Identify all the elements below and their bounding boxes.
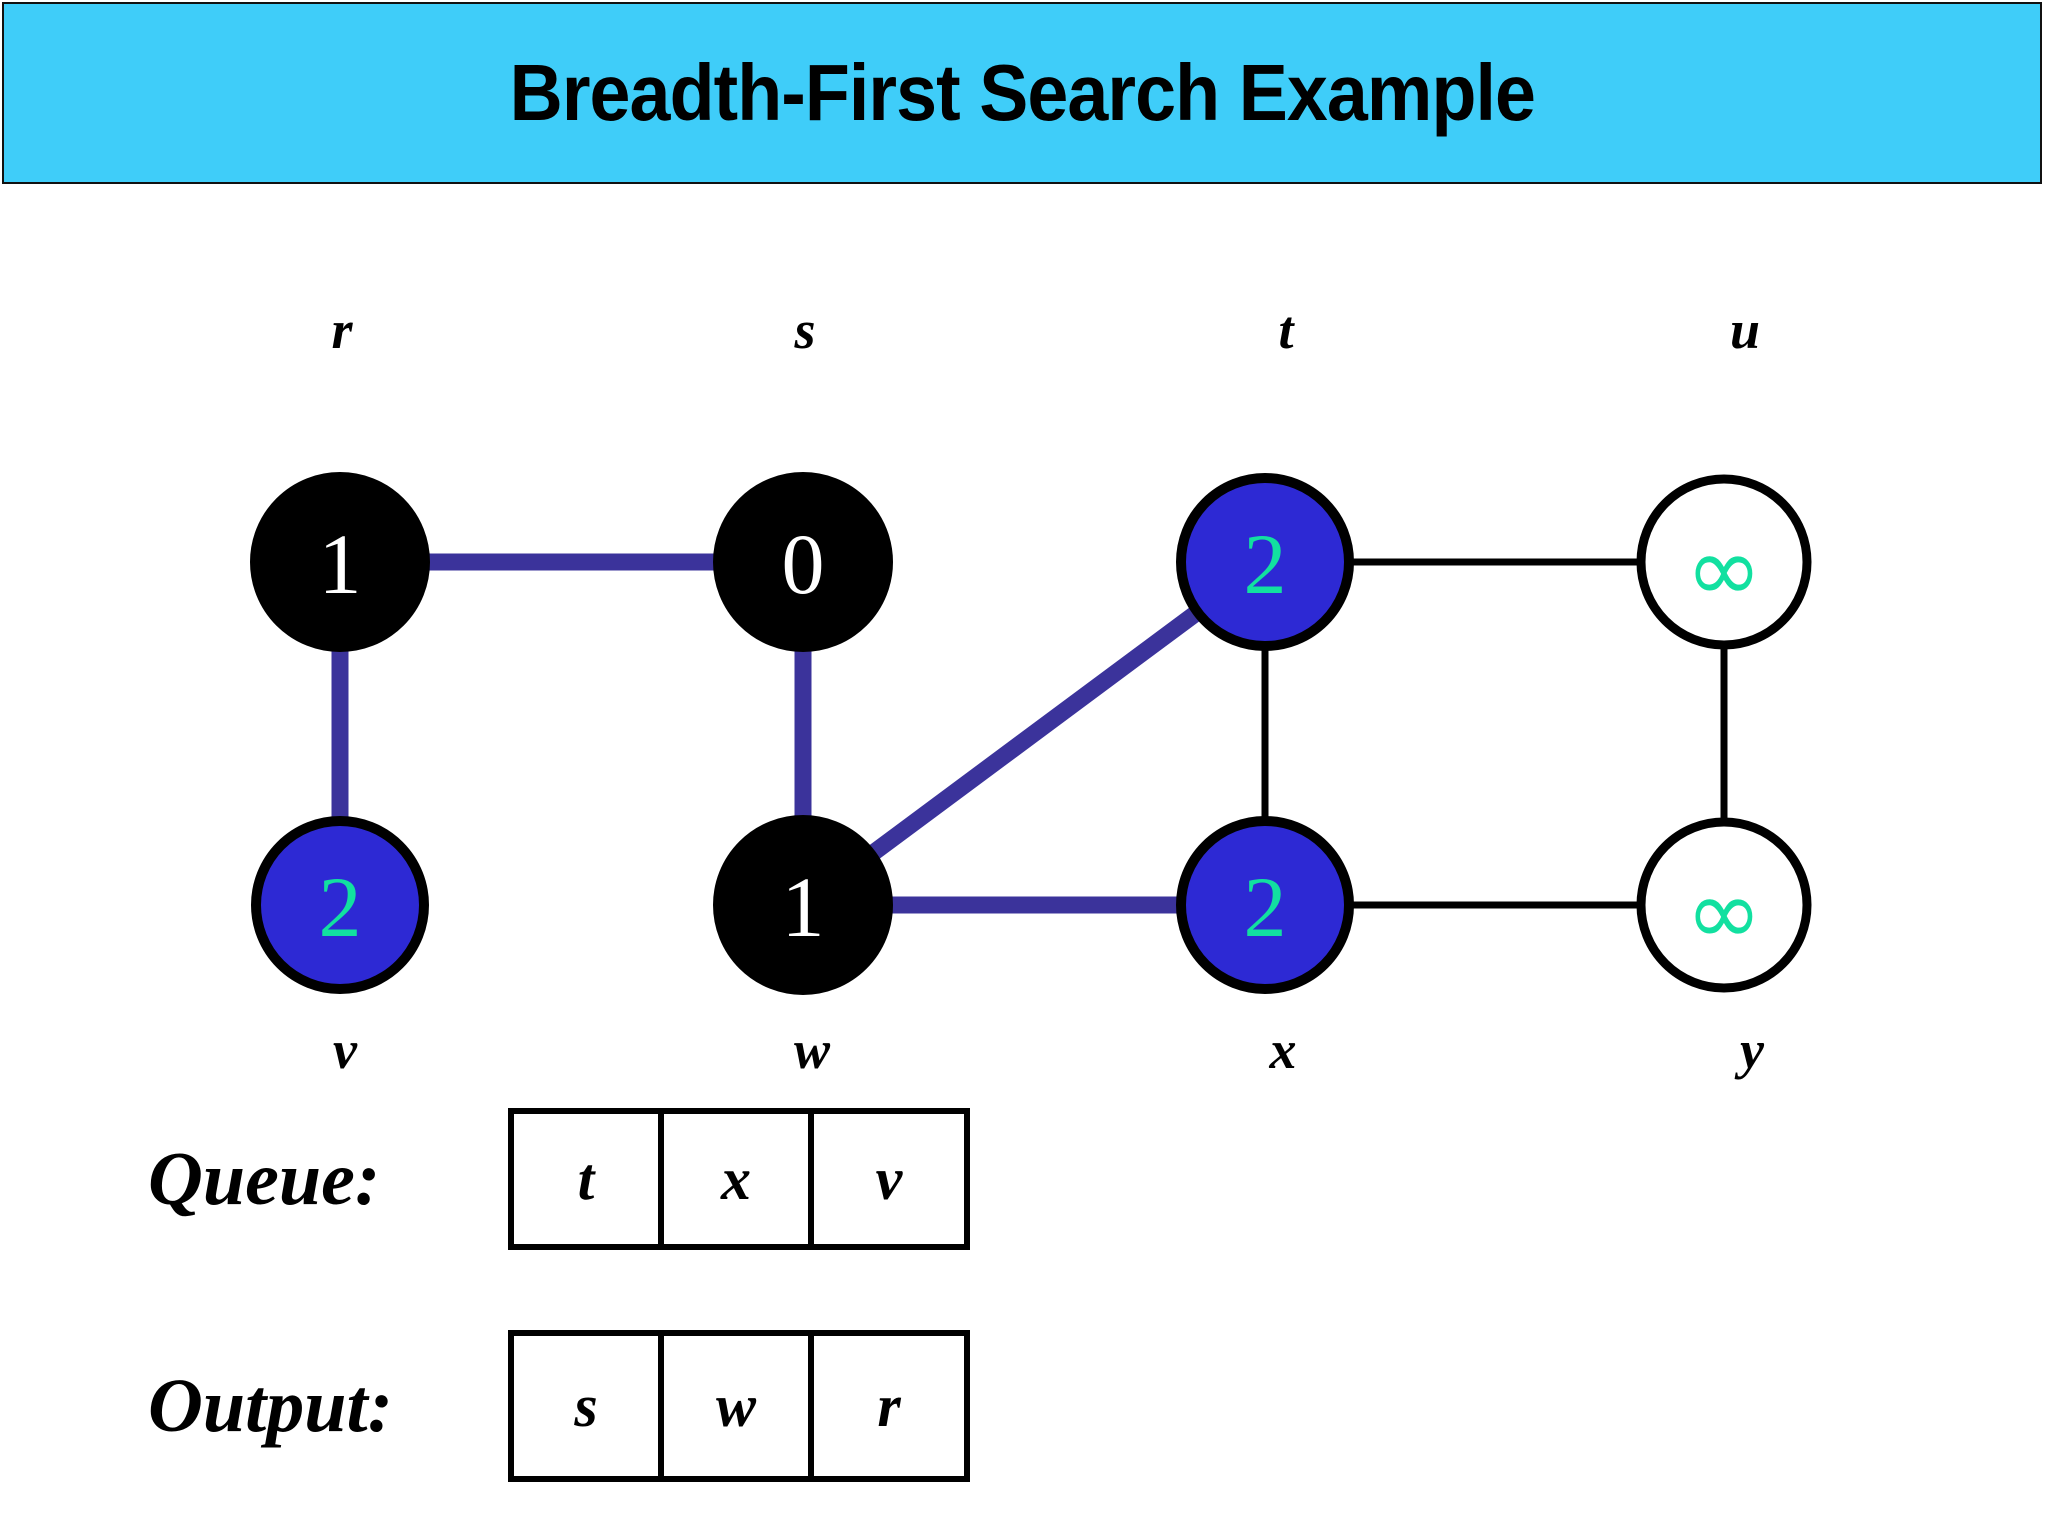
output-cell[interactable]: s	[514, 1336, 664, 1476]
node-value-u: ∞	[1685, 516, 1763, 623]
page-title: Breadth-First Search Example	[509, 48, 1535, 137]
graph-svg	[250, 472, 1812, 995]
node-value-s: 0	[781, 516, 825, 612]
node-circle-x[interactable]	[1176, 816, 1354, 994]
node-label-r: r	[331, 300, 353, 360]
node-value-v: 2	[318, 859, 362, 955]
node-circle-w[interactable]	[713, 815, 893, 995]
node-circles	[250, 472, 1812, 995]
node-circle-r[interactable]	[250, 472, 430, 652]
node-value-w: 1	[781, 859, 825, 955]
node-circle-t[interactable]	[1176, 473, 1354, 651]
output-cells: s w r	[508, 1330, 970, 1482]
node-circle-v[interactable]	[251, 816, 429, 994]
node-circle-s[interactable]	[713, 472, 893, 652]
node-label-t: t	[1278, 300, 1294, 360]
node-value-t: 2	[1243, 516, 1287, 612]
node-label-x: x	[1269, 1020, 1297, 1080]
title-banner: Breadth-First Search Example	[2, 2, 2042, 184]
output-cell[interactable]: r	[814, 1336, 964, 1476]
node-circle-y[interactable]	[1636, 817, 1812, 993]
node-label-v: v	[333, 1020, 357, 1080]
output-row: Output: s w r	[148, 1330, 970, 1482]
node-value-x: 2	[1243, 859, 1287, 955]
output-label: Output:	[148, 1364, 393, 1448]
node-value-y: ∞	[1685, 859, 1763, 966]
node-label-s: s	[794, 300, 816, 360]
node-label-y: y	[1740, 1020, 1764, 1080]
queue-cells: t x v	[508, 1108, 970, 1250]
queue-row: Queue: t x v	[148, 1108, 970, 1250]
output-cell[interactable]: w	[664, 1336, 814, 1476]
queue-label: Queue:	[148, 1137, 381, 1221]
node-value-r: 1	[318, 516, 362, 612]
node-label-u: u	[1729, 300, 1761, 360]
queue-cell[interactable]: v	[814, 1114, 964, 1244]
edge-w-t	[797, 555, 1271, 912]
node-circle-u[interactable]	[1636, 474, 1812, 650]
queue-cell[interactable]: x	[664, 1114, 814, 1244]
bfs-graph: 1 0 2 ∞ 2 1 2 ∞ r s t u v w x y	[0, 240, 2048, 1120]
node-label-w: w	[793, 1020, 831, 1080]
queue-cell[interactable]: t	[514, 1114, 664, 1244]
